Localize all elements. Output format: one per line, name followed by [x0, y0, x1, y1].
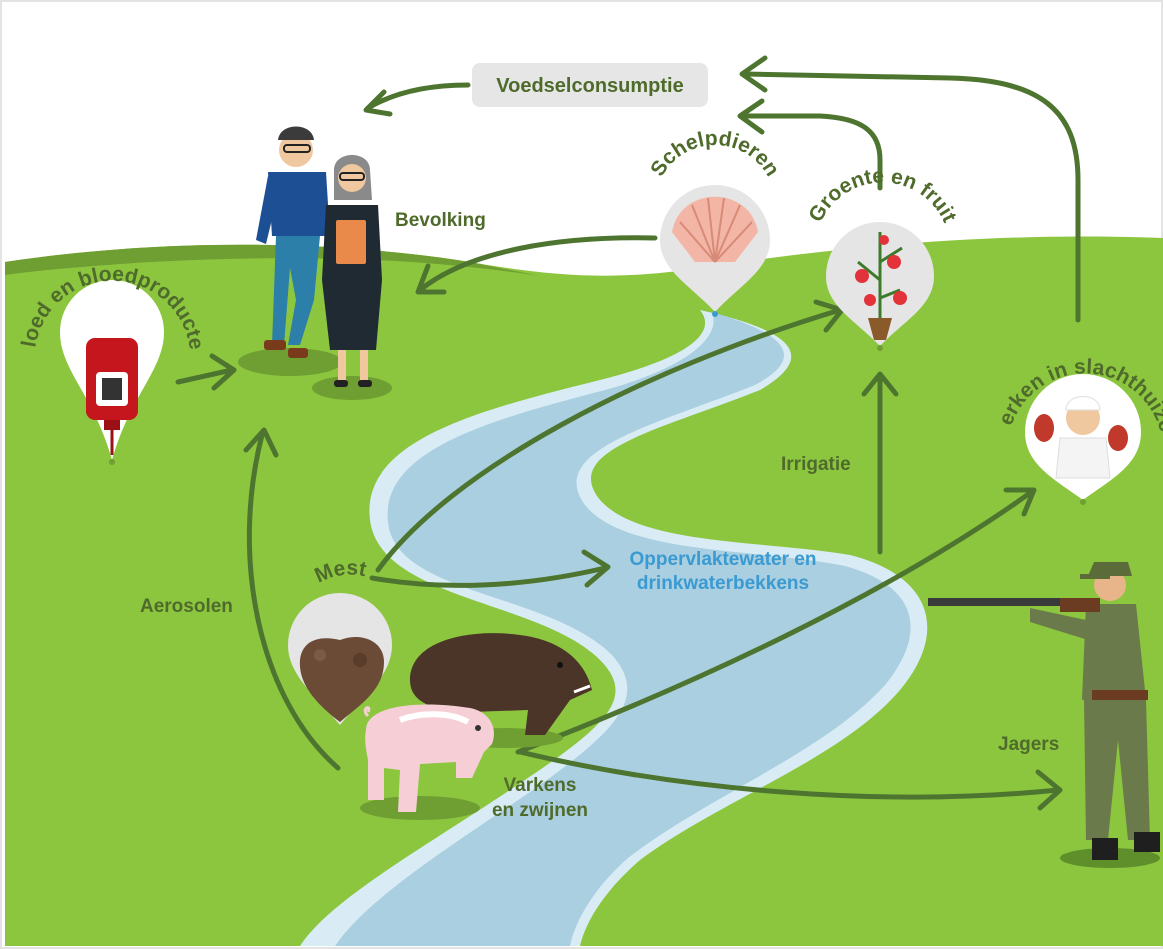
pig-icon	[360, 704, 494, 820]
population-label: Bevolking	[395, 210, 486, 231]
arrow-head	[737, 98, 765, 135]
arrow-head	[739, 55, 768, 93]
pigs-label-line2: en zwijnen	[492, 800, 588, 821]
vegetables-label: Groente en fruit	[804, 164, 961, 226]
arrow-slaughter-to-consumption	[742, 71, 1081, 323]
arrow-head	[415, 263, 447, 295]
butcher-icon	[1025, 374, 1141, 505]
river	[335, 312, 911, 946]
arrow-shellfish-to-population	[417, 235, 658, 293]
arrow-manure-to-water	[369, 565, 608, 588]
shell-icon	[660, 185, 770, 317]
arrow-pigs-to-slaughter	[515, 490, 1033, 755]
arrow-blood-to-population	[175, 367, 235, 385]
arrow-consumption-to-population	[365, 82, 471, 111]
pigs-label-line1: Varkens	[504, 775, 577, 796]
arrow-head	[861, 371, 899, 397]
arrow-veg-to-consumption	[739, 113, 883, 191]
aerosols-label: Aerosolen	[140, 596, 233, 617]
manure-icon	[288, 593, 392, 725]
arrow-head	[581, 549, 611, 588]
arrow-aerosols	[246, 432, 341, 771]
arrow-head	[363, 89, 393, 117]
arrow-head	[243, 427, 279, 458]
surface-water-label-line2: drinkwaterbekkens	[637, 573, 809, 594]
arrow-manure-to-veg	[375, 307, 843, 573]
irrigation-label: Irrigatie	[781, 454, 851, 475]
surface-water-label-line1: Oppervlaktewater en	[630, 549, 817, 570]
tomato-plant-icon	[826, 222, 934, 351]
shellfish-label: Schelpdieren	[646, 127, 784, 181]
consumption-pill	[472, 63, 708, 107]
hunter-icon	[928, 562, 1160, 868]
grass-ridge	[5, 244, 540, 276]
arrow-head	[1035, 769, 1063, 811]
hunters-label: Jagers	[998, 734, 1059, 755]
arrow-pigs-to-hunters	[517, 749, 1061, 800]
people-icon	[238, 126, 392, 400]
arrow-head	[209, 353, 237, 391]
arrow-head	[1003, 487, 1037, 517]
food-consumption-label: Voedselconsumptie	[496, 75, 683, 97]
blood-bag-icon	[60, 280, 164, 465]
